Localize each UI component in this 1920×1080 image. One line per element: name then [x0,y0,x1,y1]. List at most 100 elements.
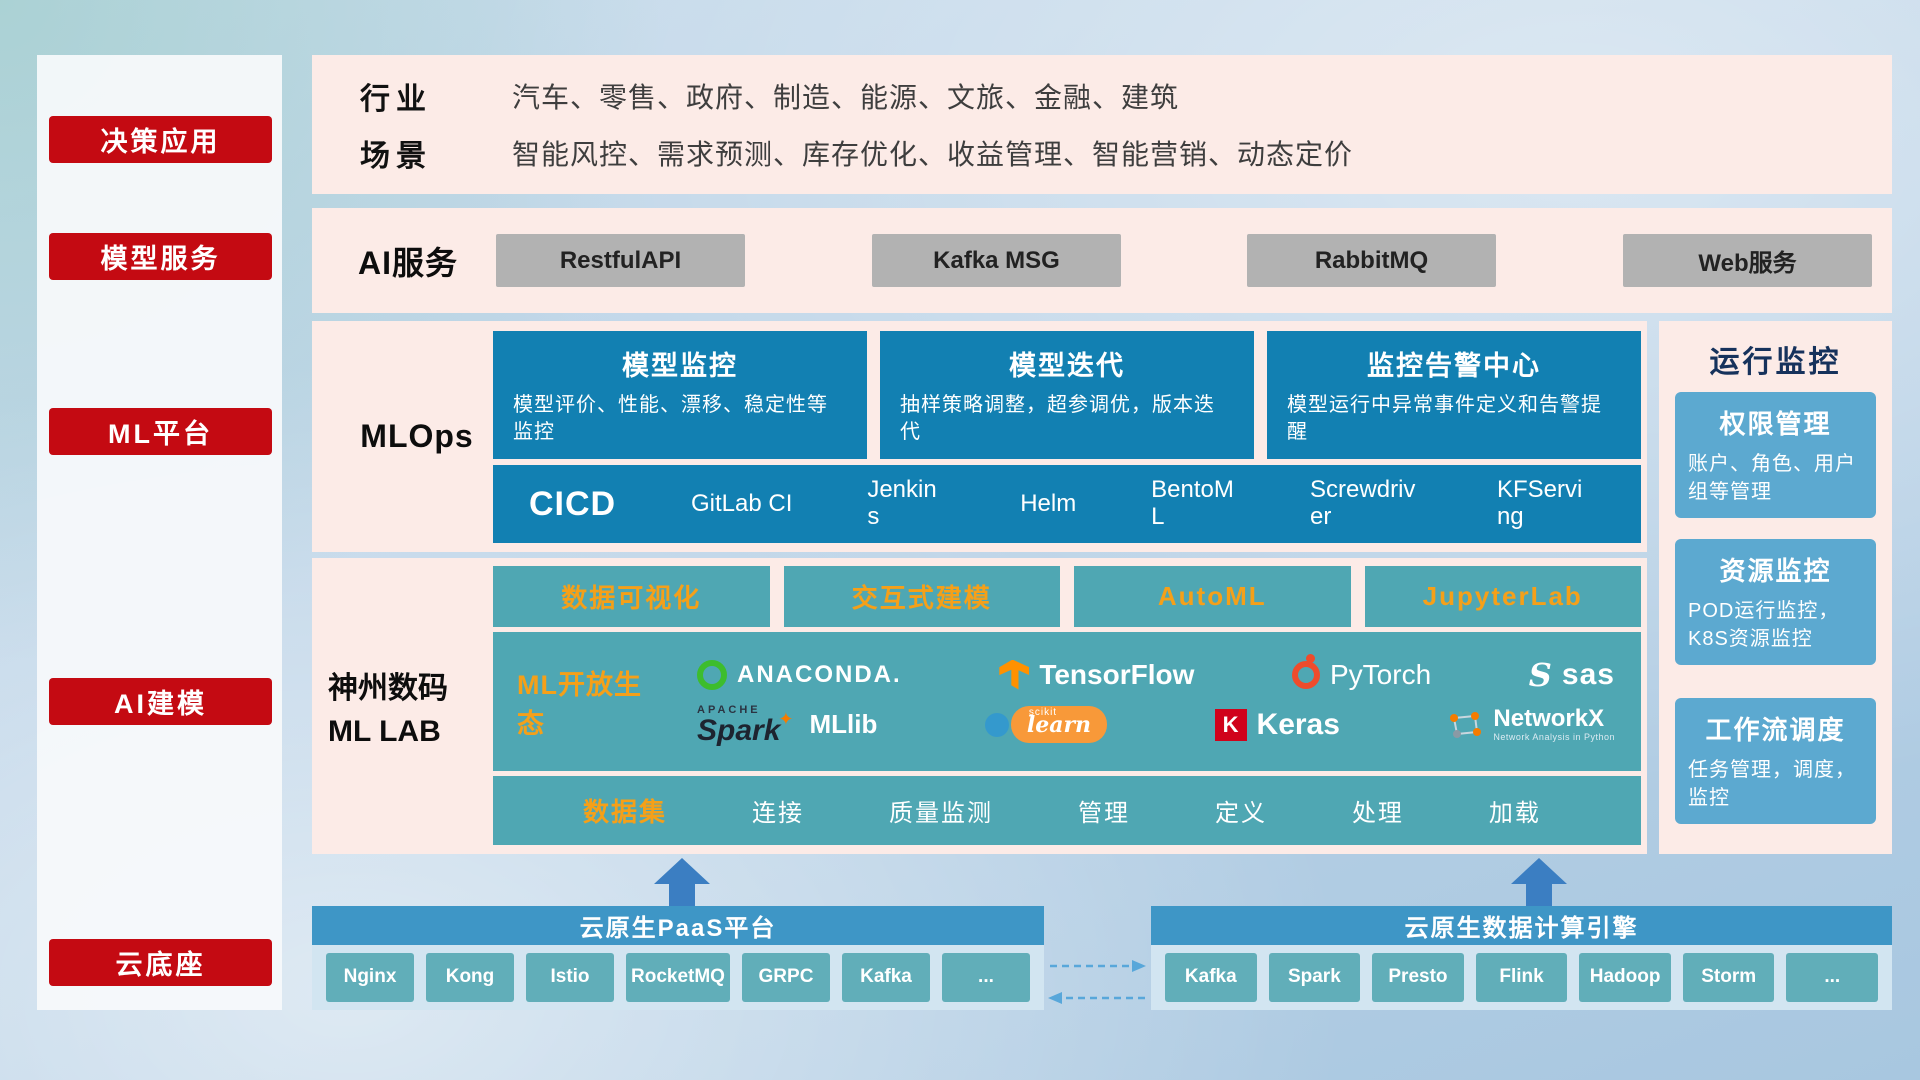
networkx-icon [1450,711,1482,738]
scikit-label: scikit [1028,707,1058,718]
industry-scenario-panel: 行业 汽车、零售、政府、制造、能源、文旅、金融、建筑 场景 智能风控、需求预测、… [312,55,1892,194]
spark-text: Spark [697,713,781,747]
networkx-logo: NetworkX Network Analysis in Python [1447,705,1615,742]
alert-center-title: 监控告警中心 [1367,351,1541,381]
ecosystem-logo-row-1: ANACONDA. TensorFlow PyTorch S sas [697,653,1615,692]
anaconda-logo: ANACONDA. [697,659,902,690]
permission-management-desc: 账户、角色、用户组等管理 [1688,453,1856,503]
cicd-bar: CICD GitLab CI Jenkins Helm BentoML Scre… [493,465,1641,543]
networkx-text-block: NetworkX Network Analysis in Python [1493,705,1615,742]
data-engine-components-strip: Kafka Spark Presto Flink Hadoop Storm ..… [1151,945,1892,1010]
chip-rocketmq: RocketMQ [626,953,730,1002]
workflow-scheduling-desc: 任务管理，调度，监控 [1688,759,1856,809]
tensorflow-logo: TensorFlow [999,659,1194,691]
apache-label: APACHE [697,703,761,716]
left-category-rail [37,55,282,1010]
mllab-label-line1: 神州数码 [328,672,448,705]
chip-engine-flink: Flink [1475,953,1568,1002]
restful-api-block: RestfulAPI [496,234,745,287]
category-ml-platform: ML平台 [49,408,272,455]
chip-kafka: Kafka [841,953,930,1002]
web-service-block: Web服务 [1623,234,1872,287]
mllib-label: MLlib [809,709,878,739]
cicd-item-gitlab-ci: GitLab CI [691,490,793,517]
paas-platform-header: 云原生PaaS平台 [312,906,1044,945]
keras-label: Keras [1256,707,1340,741]
chip-engine-more: ... [1786,953,1879,1002]
cicd-item-bentoml: BentoML [1151,476,1234,530]
tool-automl: AutoML [1074,566,1351,627]
tensorflow-icon [999,659,1030,690]
dataset-item-quality: 质量监测 [888,800,993,827]
model-iteration-title: 模型迭代 [1009,351,1125,381]
industry-label: 行业 [360,83,432,116]
dashed-flow-arrows-icon [1048,960,1146,1004]
anaconda-icon [697,659,727,690]
spark-label: Spark ✦ [697,710,793,747]
scikit-learn-logo: scikit learn [984,706,1108,743]
chip-engine-kafka: Kafka [1165,953,1257,1002]
alert-center-desc: 模型运行中异常事件定义和告警提醒 [1287,394,1602,443]
industry-values: 汽车、零售、政府、制造、能源、文旅、金融、建筑 [512,82,1180,113]
sas-icon: S [1528,655,1552,694]
permission-management-title: 权限管理 [1719,409,1832,439]
scenario-row: 场景 智能风控、需求预测、库存优化、收益管理、智能营销、动态定价 [360,131,1353,175]
model-iteration-desc: 抽样策略调整，超参调优，版本迭代 [900,394,1215,443]
scikit-learn-blue-dot-icon [984,712,1009,737]
up-arrow-left-icon [654,858,710,906]
scenario-values: 智能风控、需求预测、库存优化、收益管理、智能营销、动态定价 [512,139,1354,170]
chip-grpc: GRPC [741,953,830,1002]
sas-label: sas [1561,657,1615,691]
mlops-cards: 模型监控 模型评价、性能、漂移、稳定性等监控 模型迭代 抽样策略调整，超参调优，… [493,331,1641,459]
chip-engine-spark: Spark [1268,953,1361,1002]
data-engine-header: 云原生数据计算引擎 [1151,906,1892,945]
keras-logo: K Keras [1214,707,1340,742]
category-ai-modeling: AI建模 [49,678,272,725]
cicd-item-helm: Helm [1020,490,1077,517]
sas-logo: S sas [1529,658,1615,692]
ml-open-ecosystem: ML开放生态 ANACONDA. TensorFlow PyTorch [493,632,1641,771]
tool-data-visualization: 数据可视化 [493,566,770,627]
cicd-item-kfserving: KFServing [1496,476,1583,530]
spark-wordmark: APACHE Spark ✦ [697,704,793,746]
model-monitoring-title: 模型监控 [622,351,738,381]
kafka-msg-block: Kafka MSG [872,234,1121,287]
dataset-item-load: 加载 [1488,800,1541,827]
networkx-label: NetworkX [1493,705,1605,733]
spark-mllib-logo: APACHE Spark ✦ MLlib [697,704,877,746]
ml-open-ecosystem-label: ML开放生态 [517,669,642,739]
permission-management-card: 权限管理 账户、角色、用户组等管理 [1675,392,1876,518]
spark-star-icon: ✦ [778,708,794,729]
model-monitoring-card: 模型监控 模型评价、性能、漂移、稳定性等监控 [493,331,867,459]
cicd-item-screwdriver: Screwdriver [1310,476,1416,530]
resource-monitoring-title: 资源监控 [1719,556,1832,586]
chip-paas-more: ... [941,953,1030,1002]
cicd-item-jenkins: Jenkins [867,476,937,530]
rabbitmq-block: RabbitMQ [1247,234,1496,287]
mllab-label-line2: ML LAB [328,715,441,748]
networkx-subtitle: Network Analysis in Python [1493,731,1615,742]
anaconda-label: ANACONDA. [737,660,902,688]
mllab-label: 神州数码 ML LAB [328,558,488,854]
category-model-service: 模型服务 [49,233,272,280]
mlops-panel: MLOps 模型监控 模型评价、性能、漂移、稳定性等监控 模型迭代 抽样策略调整… [312,321,1647,552]
mllab-tools-row: 数据可视化 交互式建模 AutoML JupyterLab [493,566,1641,627]
runtime-monitoring-panel: 运行监控 权限管理 账户、角色、用户组等管理 资源监控 POD运行监控，K8S资… [1659,321,1892,854]
mllab-panel: 神州数码 ML LAB 数据可视化 交互式建模 AutoML JupyterLa… [312,558,1647,854]
dataset-item-manage: 管理 [1077,800,1130,827]
tool-jupyterlab: JupyterLab [1364,566,1641,627]
tensorflow-label: TensorFlow [1039,658,1195,690]
runtime-monitoring-title: 运行监控 [1709,346,1842,379]
chip-kong: Kong [426,953,514,1002]
workflow-scheduling-title: 工作流调度 [1705,715,1846,745]
scenario-label: 场景 [360,140,432,173]
up-arrow-right-icon [1511,858,1567,906]
category-cloud-base: 云底座 [49,939,272,986]
chip-istio: Istio [526,953,614,1002]
ecosystem-logo-row-2: APACHE Spark ✦ MLlib scikit learn [697,704,1615,746]
ai-service-label: AI服务 [358,244,459,281]
resource-monitoring-desc: POD运行监控，K8S资源监控 [1688,600,1840,650]
dataset-label: 数据集 [583,797,668,827]
dataset-item-process: 处理 [1351,800,1404,827]
